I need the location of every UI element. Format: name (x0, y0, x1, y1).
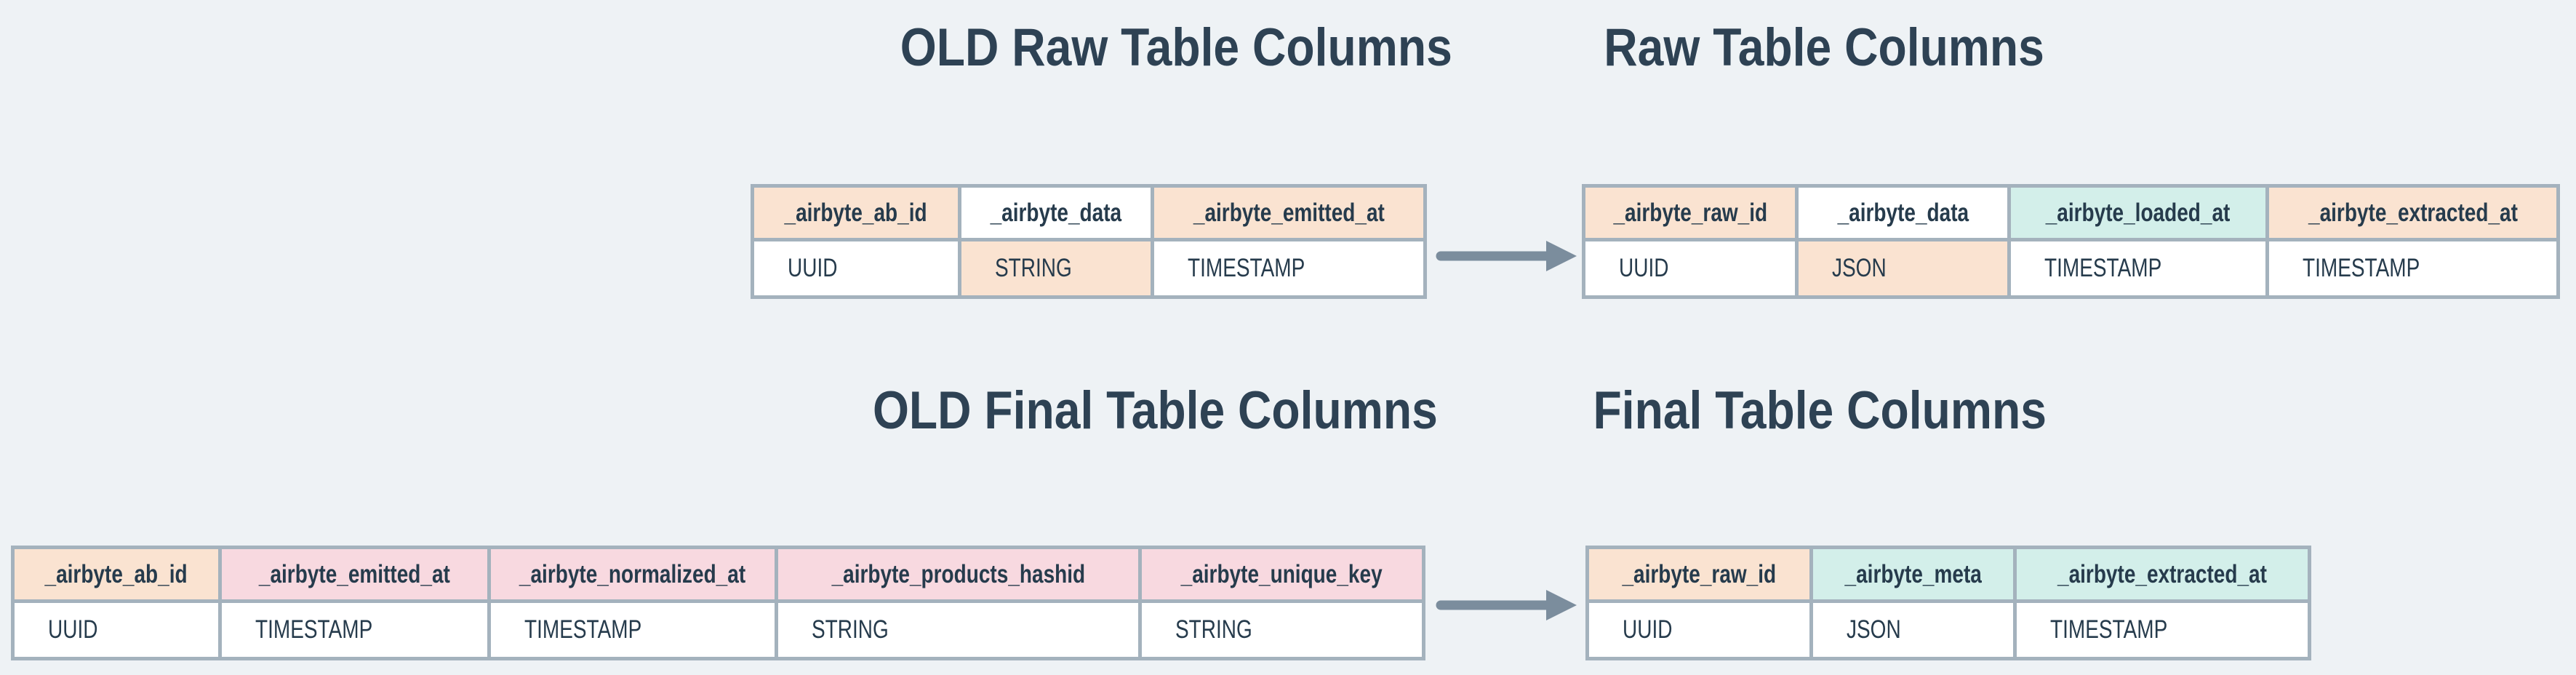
column-type: STRING (1175, 615, 1252, 644)
column-name: _airbyte_extracted_at (2057, 559, 2267, 588)
column-header-cell: _airbyte_ab_id (15, 549, 222, 603)
right-arrow-icon (1436, 590, 1577, 620)
column-type: STRING (995, 254, 1072, 282)
column-header-cell: _airbyte_emitted_at (222, 549, 491, 603)
title-text: Raw Table Columns (1604, 18, 2044, 77)
column-type: STRING (812, 615, 889, 644)
column-type-cell: TIMESTAMP (2011, 241, 2269, 295)
column-type-cell: UUID (1589, 603, 1813, 657)
column-type: JSON (1847, 615, 1901, 644)
column-type: TIMESTAMP (2050, 615, 2168, 644)
new-raw-table-title: Raw Table Columns (1242, 21, 2406, 74)
column-header-cell: _airbyte_data (1799, 188, 2011, 241)
column-name: _airbyte_ab_id (784, 198, 928, 227)
column-type: TIMESTAMP (1188, 254, 1305, 282)
column-name: _airbyte_raw_id (1613, 198, 1767, 227)
final-migration-arrow (1434, 583, 1580, 631)
column-type-cell: TIMESTAMP (2269, 241, 2556, 295)
column-header-cell: _airbyte_data (961, 188, 1154, 241)
column-name: _airbyte_normalized_at (519, 559, 746, 588)
old-final-columns-table: _airbyte_ab_id _airbyte_emitted_at _airb… (11, 546, 1425, 660)
column-type-cell: STRING (961, 241, 1154, 295)
column-type: UUID (1623, 615, 1673, 644)
column-header-cell: _airbyte_extracted_at (2269, 188, 2556, 241)
column-header-cell: _airbyte_emitted_at (1154, 188, 1423, 241)
column-type: UUID (1619, 254, 1669, 282)
title-text: OLD Raw Table Columns (900, 18, 1452, 77)
raw-migration-arrow (1434, 234, 1580, 281)
column-header-cell: _airbyte_loaded_at (2011, 188, 2269, 241)
new-final-table-title: Final Table Columns (1238, 384, 2401, 437)
right-arrow-icon (1436, 241, 1577, 271)
column-type-cell: UUID (754, 241, 961, 295)
column-header-cell: _airbyte_raw_id (1585, 188, 1799, 241)
column-header-cell: _airbyte_meta (1813, 549, 2017, 603)
new-raw-columns-table: _airbyte_raw_id _airbyte_data _airbyte_l… (1582, 184, 2560, 299)
column-header-cell: _airbyte_ab_id (754, 188, 961, 241)
column-name: _airbyte_data (990, 198, 1122, 227)
old-final-table-title: OLD Final Table Columns (573, 384, 1737, 437)
column-header-cell: _airbyte_raw_id (1589, 549, 1813, 603)
new-final-columns-table: _airbyte_raw_id _airbyte_meta _airbyte_e… (1585, 546, 2311, 660)
column-header-cell: _airbyte_normalized_at (491, 549, 778, 603)
column-name: _airbyte_loaded_at (2046, 198, 2231, 227)
column-type-cell: STRING (778, 603, 1142, 657)
title-text: OLD Final Table Columns (872, 381, 1438, 440)
column-type-cell: TIMESTAMP (2017, 603, 2308, 657)
column-type: JSON (1832, 254, 1887, 282)
column-type: TIMESTAMP (255, 615, 373, 644)
column-type-cell: UUID (15, 603, 222, 657)
column-name: _airbyte_emitted_at (258, 559, 450, 588)
column-header-cell: _airbyte_unique_key (1142, 549, 1422, 603)
column-type-cell: TIMESTAMP (491, 603, 778, 657)
column-type-cell: JSON (1813, 603, 2017, 657)
old-raw-columns-table: _airbyte_ab_id _airbyte_data _airbyte_em… (751, 184, 1427, 299)
column-type: TIMESTAMP (2044, 254, 2162, 282)
old-raw-table-title: OLD Raw Table Columns (594, 21, 1758, 74)
column-type-cell: JSON (1799, 241, 2011, 295)
column-name: _airbyte_unique_key (1180, 559, 1383, 588)
column-type-cell: TIMESTAMP (1154, 241, 1423, 295)
column-header-cell: _airbyte_products_hashid (778, 549, 1142, 603)
column-name: _airbyte_raw_id (1622, 559, 1777, 588)
column-name: _airbyte_extracted_at (2308, 198, 2518, 227)
column-type: UUID (48, 615, 98, 644)
column-type-cell: STRING (1142, 603, 1422, 657)
column-type-cell: UUID (1585, 241, 1799, 295)
column-name: _airbyte_ab_id (44, 559, 188, 588)
column-name: _airbyte_data (1837, 198, 1969, 227)
column-type: TIMESTAMP (2303, 254, 2420, 282)
column-header-cell: _airbyte_extracted_at (2017, 549, 2308, 603)
column-type: TIMESTAMP (524, 615, 642, 644)
column-name: _airbyte_emitted_at (1193, 198, 1385, 227)
title-text: Final Table Columns (1593, 381, 2047, 440)
column-name: _airbyte_meta (1844, 559, 1982, 588)
column-type: UUID (788, 254, 838, 282)
column-name: _airbyte_products_hashid (831, 559, 1085, 588)
column-type-cell: TIMESTAMP (222, 603, 491, 657)
